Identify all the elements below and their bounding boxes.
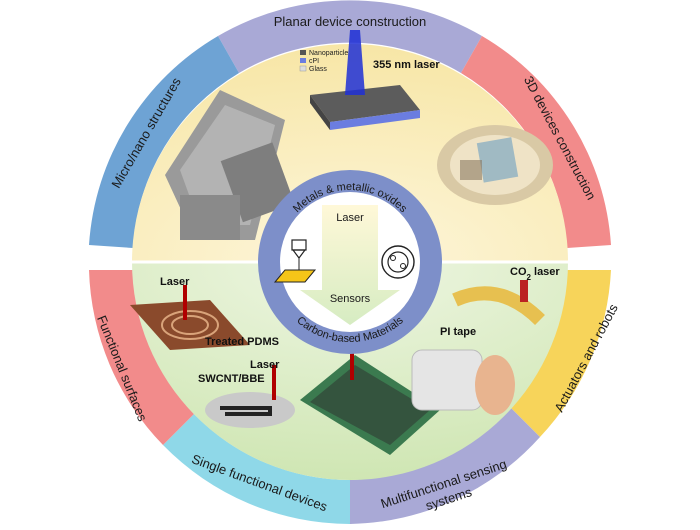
single-device-illustration: Laser SWCNT/BBE xyxy=(198,359,295,428)
center-arrow xyxy=(300,205,400,325)
center-hub: Metals & metallic oxides Carbon-based Ma… xyxy=(258,170,442,354)
ring-segment-multifunctional xyxy=(350,405,540,524)
laser-icon xyxy=(273,239,317,283)
co2-laser-label: CO2 laser xyxy=(510,266,560,282)
planar-device-illustration: Nanoparticle cPI Glass 355 nm laser xyxy=(299,30,440,130)
arrow-top-label: Laser xyxy=(336,212,364,224)
legend-cpi: cPI xyxy=(309,58,319,65)
3d-device-illustration xyxy=(437,125,553,205)
sensing-board-illustration xyxy=(300,350,440,455)
functional-surface-illustration: Laser Treated PDMS xyxy=(130,276,279,350)
sem-image xyxy=(165,90,295,240)
pi-tape-label: PI tape xyxy=(440,326,476,338)
sensor-icon xyxy=(381,245,415,279)
label-planar: Planar device construction xyxy=(274,14,426,29)
ring-segment-functional xyxy=(89,270,194,445)
treated-pdms-label: Treated PDMS xyxy=(205,336,279,348)
ring-segment-single xyxy=(163,414,350,524)
swcnt-label: SWCNT/BBE xyxy=(198,373,265,385)
single-laser-label: Laser xyxy=(250,359,280,371)
ring-segment-micronano xyxy=(89,36,239,248)
legend-nanoparticle: Nanoparticle xyxy=(309,50,348,57)
planar-laser-label: 355 nm laser xyxy=(373,59,440,71)
legend-glass: Glass xyxy=(309,66,327,73)
ring-segment-actuators xyxy=(508,270,611,437)
functional-laser-label: Laser xyxy=(160,276,190,288)
actuators-illustration: CO2 laser PI tape xyxy=(440,266,560,338)
arrow-bottom-label: Sensors xyxy=(330,293,371,305)
hand-device-illustration xyxy=(411,349,515,415)
